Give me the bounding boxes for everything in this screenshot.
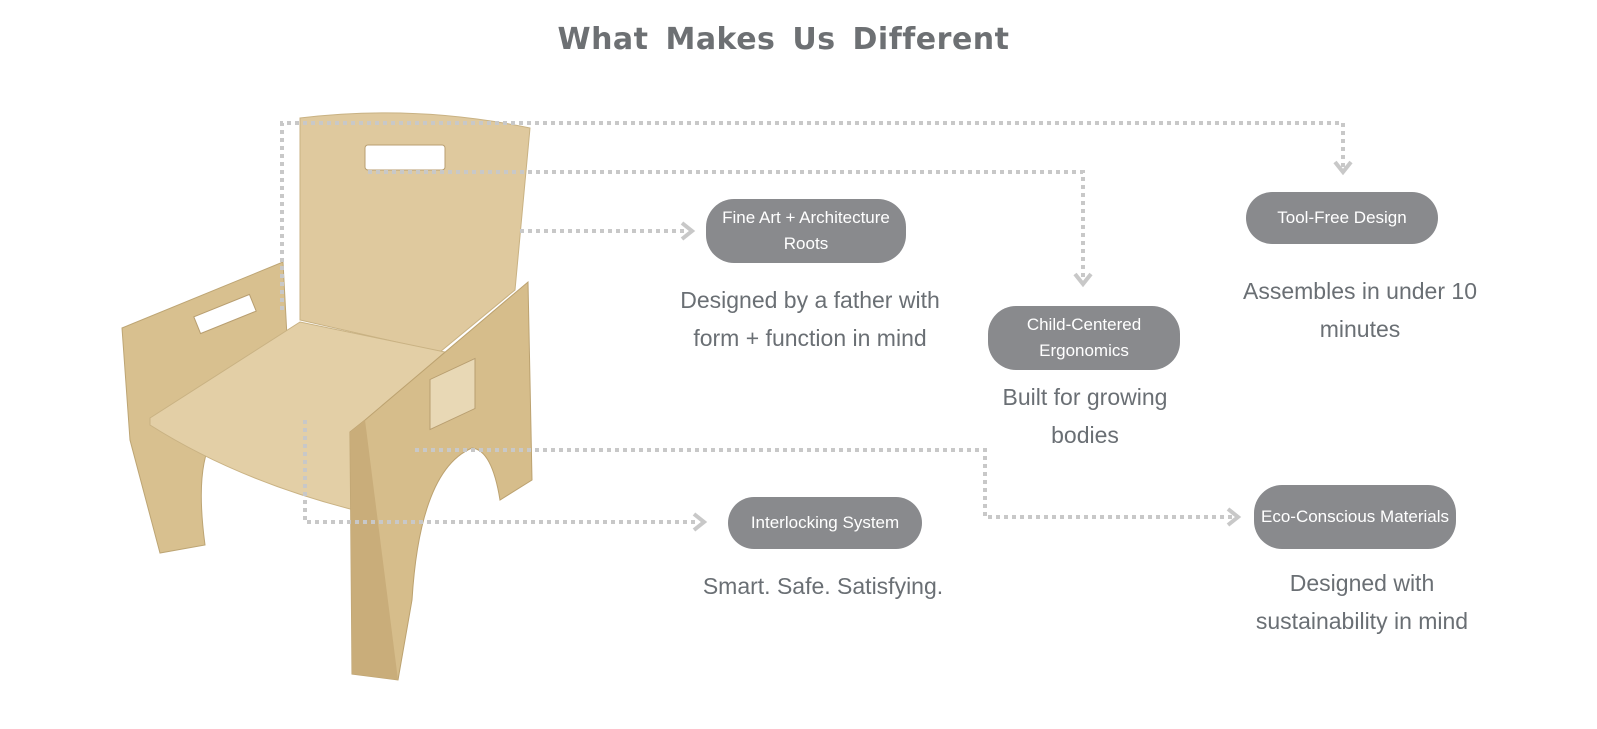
arrow-icon: [1226, 507, 1242, 527]
feature-pill-eco: Eco-Conscious Materials: [1254, 485, 1456, 549]
connector-interlocking: [303, 420, 698, 524]
feature-pill-ergonomics: Child-Centered Ergonomics: [988, 306, 1180, 370]
feature-desc-interlocking: Smart. Safe. Satisfying.: [702, 573, 944, 599]
feature-desc-tool-free: Assembles in under 10 minutes: [1243, 278, 1477, 342]
arrowheads: [680, 160, 1353, 532]
connector-eco: [415, 448, 1232, 519]
arrow-icon: [692, 512, 708, 532]
feature-pill-tool-free: Tool-Free Design: [1246, 192, 1438, 244]
page-title: What Makes Us Different: [557, 22, 1010, 57]
arrow-icon: [680, 221, 696, 241]
chair-illustration: [121, 112, 533, 681]
connector-lines: [280, 121, 1345, 524]
arrow-icon: [1333, 160, 1353, 176]
feature-pill-fine-art: Fine Art + Architecture Roots: [706, 199, 906, 263]
feature-desc-ergonomics: Built for growing bodies: [1002, 384, 1168, 448]
feature-pill-interlocking: Interlocking System: [728, 497, 922, 549]
feature-desc-eco: Designed with sustainability in mind: [1255, 570, 1469, 634]
connector-ergonomics: [368, 170, 1085, 278]
feature-desc-fine-art: Designed by a father with form + functio…: [680, 287, 940, 351]
arrow-icon: [1073, 272, 1093, 288]
